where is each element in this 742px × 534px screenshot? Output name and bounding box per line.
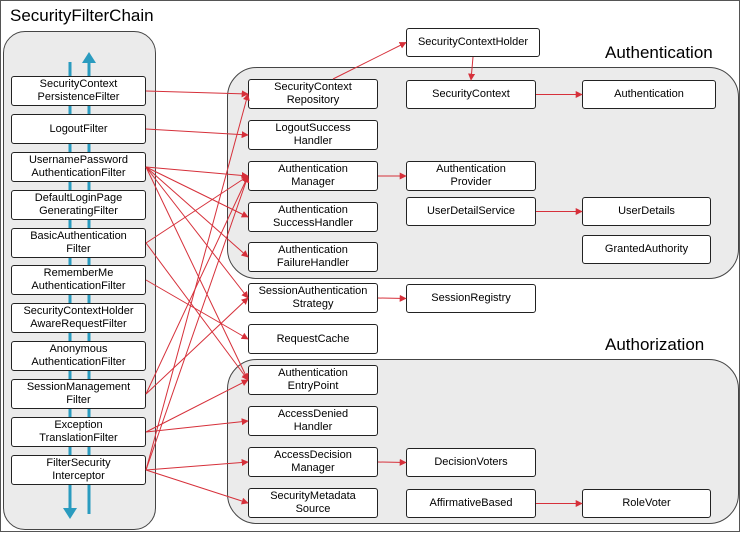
session-management-filter[interactable]: SessionManagement Filter (11, 379, 146, 409)
logout-filter[interactable]: LogoutFilter (11, 114, 146, 144)
authentication-success-handler[interactable]: Authentication SuccessHandler (248, 202, 378, 232)
security-context[interactable]: SecurityContext (406, 80, 536, 109)
granted-authority[interactable]: GrantedAuthority (582, 235, 711, 264)
security-context-repository[interactable]: SecurityContext Repository (248, 79, 378, 109)
access-denied-handler[interactable]: AccessDenied Handler (248, 406, 378, 436)
default-login-page-generating-filter[interactable]: DefaultLoginPage GeneratingFilter (11, 190, 146, 220)
authentication-entry-point[interactable]: Authentication EntryPoint (248, 365, 378, 395)
session-authentication-strategy[interactable]: SessionAuthentication Strategy (248, 283, 378, 313)
authorization-title: Authorization (605, 335, 705, 354)
authentication-provider[interactable]: Authentication Provider (406, 161, 536, 191)
logout-success-handler[interactable]: LogoutSuccess Handler (248, 120, 378, 150)
authentication-manager[interactable]: Authentication Manager (248, 161, 378, 191)
authentication-failure-handler[interactable]: Authentication FailureHandler (248, 242, 378, 272)
security-context-holder[interactable]: SecurityContextHolder (406, 28, 540, 57)
session-registry[interactable]: SessionRegistry (406, 284, 536, 313)
security-context-persistence-filter[interactable]: SecurityContext PersistenceFilter (11, 76, 146, 106)
anonymous-authentication-filter[interactable]: Anonymous AuthenticationFilter (11, 341, 146, 371)
security-metadata-source[interactable]: SecurityMetadata Source (248, 488, 378, 518)
authentication-title: Authentication (605, 43, 713, 62)
access-decision-manager[interactable]: AccessDecision Manager (248, 447, 378, 477)
exception-translation-filter[interactable]: Exception TranslationFilter (11, 417, 146, 447)
filter-security-interceptor[interactable]: FilterSecurity Interceptor (11, 455, 146, 485)
authentication[interactable]: Authentication (582, 80, 716, 109)
request-cache[interactable]: RequestCache (248, 324, 378, 354)
chain-title: SecurityFilterChain (10, 6, 154, 25)
user-details[interactable]: UserDetails (582, 197, 711, 226)
decision-voters[interactable]: DecisionVoters (406, 448, 536, 477)
user-detail-service[interactable]: UserDetailService (406, 197, 536, 226)
security-context-holder-aware-request-filter[interactable]: SecurityContextHolder AwareRequestFilter (11, 303, 146, 333)
basic-authentication-filter[interactable]: BasicAuthentication Filter (11, 228, 146, 258)
username-password-authentication-filter[interactable]: UsernamePassword AuthenticationFilter (11, 152, 146, 182)
role-voter[interactable]: RoleVoter (582, 489, 711, 518)
remember-me-authentication-filter[interactable]: RememberMe AuthenticationFilter (11, 265, 146, 295)
affirmative-based[interactable]: AffirmativeBased (406, 489, 536, 518)
